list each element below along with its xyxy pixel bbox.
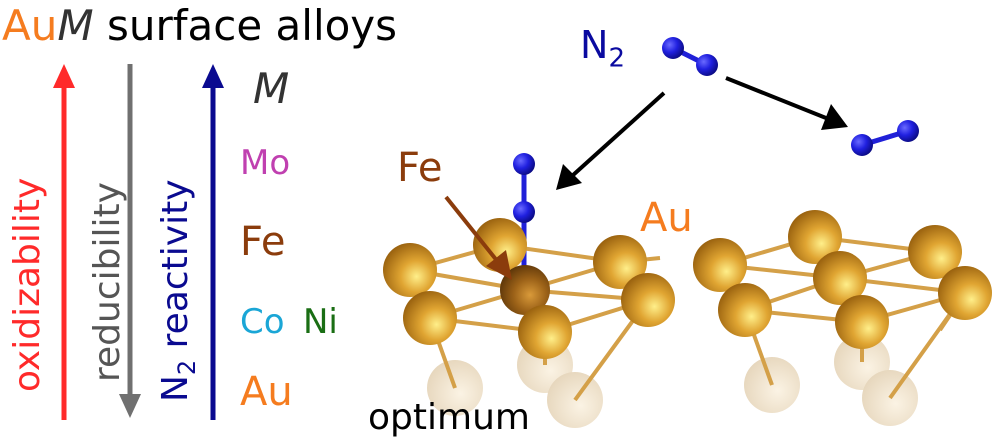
reactivity-arrow <box>202 64 224 420</box>
au-atom <box>473 218 527 272</box>
au-atom <box>938 266 992 320</box>
au-atom <box>593 235 647 289</box>
au-atom <box>835 295 889 349</box>
metal-au: Au <box>240 369 293 415</box>
n-atom <box>696 54 718 76</box>
reactivity-sub: 2 <box>173 359 202 376</box>
n-atom <box>851 134 873 156</box>
desorption-arrow <box>725 76 848 130</box>
pure-au-slab <box>693 210 992 426</box>
adsorption-arrow <box>556 91 666 190</box>
n-atom <box>897 120 919 142</box>
au-atom <box>383 243 437 297</box>
reducibility-label: reducibility <box>87 182 128 382</box>
reactivity-n: N <box>155 375 196 402</box>
repelled-n2-molecule <box>851 120 919 156</box>
fe-site-label: Fe <box>397 145 443 191</box>
reactivity-label: N2 reactivity <box>155 179 202 402</box>
n2-sub: 2 <box>608 43 625 74</box>
title-suffix: surface alloys <box>93 1 398 50</box>
n2-label: N2 <box>580 26 625 72</box>
metal-fe: Fe <box>240 219 286 265</box>
n-atom <box>662 37 684 59</box>
page-title: AuM surface alloys <box>2 5 397 47</box>
fe-doped-slab <box>383 153 675 428</box>
oxidizability-arrow <box>53 64 75 420</box>
title-prefix: Au <box>2 1 58 50</box>
gas-n2-molecule <box>662 37 718 76</box>
au-atom <box>693 238 747 292</box>
title-metal: M <box>57 1 94 50</box>
metal-mo: Mo <box>240 143 291 183</box>
au-atom <box>908 225 962 279</box>
au-atom <box>403 291 457 345</box>
n2-n: N <box>580 23 609 67</box>
n-atom <box>513 201 535 223</box>
optimum-label: optimum <box>368 397 530 438</box>
oxidizability-label: oxidizability <box>7 177 48 392</box>
fe-pointer-arrow <box>444 195 512 280</box>
au-atom <box>518 305 572 359</box>
metal-header: M <box>253 64 290 113</box>
au-atom <box>813 251 867 305</box>
au-surface-label: Au <box>640 195 693 241</box>
au-atom <box>788 210 842 264</box>
au-atom <box>718 283 772 337</box>
reactivity-word: reactivity <box>155 179 196 360</box>
reducibility-arrow <box>119 64 141 418</box>
metal-co: Co <box>240 302 285 342</box>
metal-ni: Ni <box>303 302 338 342</box>
fe-atom <box>500 265 550 315</box>
n-atom <box>513 153 535 175</box>
au-atom <box>621 273 675 327</box>
